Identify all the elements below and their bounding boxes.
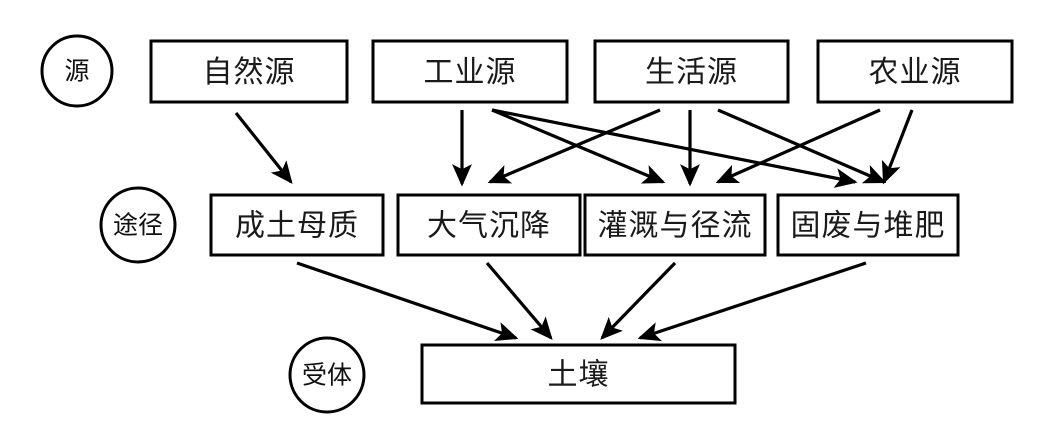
node-box-agricultural [816,39,1014,104]
tier-source: 源 自然源 工业源 生活源 农业源 [40,34,1014,108]
node-label-solid-waste-compost: 固废与堆肥 [791,210,946,243]
node-box-industrial [371,39,569,104]
node-label-parent-material: 成土母质 [235,210,359,243]
node-box-parent-material [209,193,385,257]
edge-agricultural-to-irrigation [715,108,881,184]
edge-domestic-to-atmospheric [487,108,661,184]
node-label-natural: 自然源 [203,56,296,89]
tier-receptor: 受体 土壤 [288,336,737,414]
node-label-agricultural: 农业源 [869,56,962,89]
node-label-industrial: 工业源 [424,56,517,89]
edge-natural-to-parent-material [234,112,293,185]
node-label-atmospheric-deposition: 大气沉降 [427,210,551,243]
node-label-domestic: 生活源 [645,56,738,89]
tier-circle-label-pathway: 途径 [113,212,163,240]
node-box-natural [149,39,349,104]
node-label-irrigation-runoff: 灌溉与径流 [598,210,753,243]
node-box-irrigation-runoff [583,193,767,257]
edge-atmospheric-to-soil [485,261,553,340]
edge-agricultural-to-solid-waste [881,109,914,185]
edge-parent-material-to-soil [296,261,519,341]
node-box-soil [420,343,737,405]
tier-circle-receptor [288,336,366,414]
edge-solid-waste-to-soil [637,261,867,342]
tier-circle-label-receptor: 受体 [302,362,352,390]
edge-irrigation-to-soil [600,261,677,340]
tier-circle-source [40,34,114,108]
tier-circle-pathway [99,186,177,264]
edges-layer [234,108,914,342]
node-box-solid-waste-compost [776,193,960,257]
edge-industrial-to-solid-waste [491,108,858,188]
node-label-soil: 土壤 [548,359,610,392]
node-box-atmospheric-deposition [396,193,582,257]
node-box-domestic [593,39,790,104]
tier-circle-label-source: 源 [64,58,89,86]
tier-pathway: 途径 成土母质 大气沉降 灌溉与径流 固废与堆肥 [99,186,960,264]
